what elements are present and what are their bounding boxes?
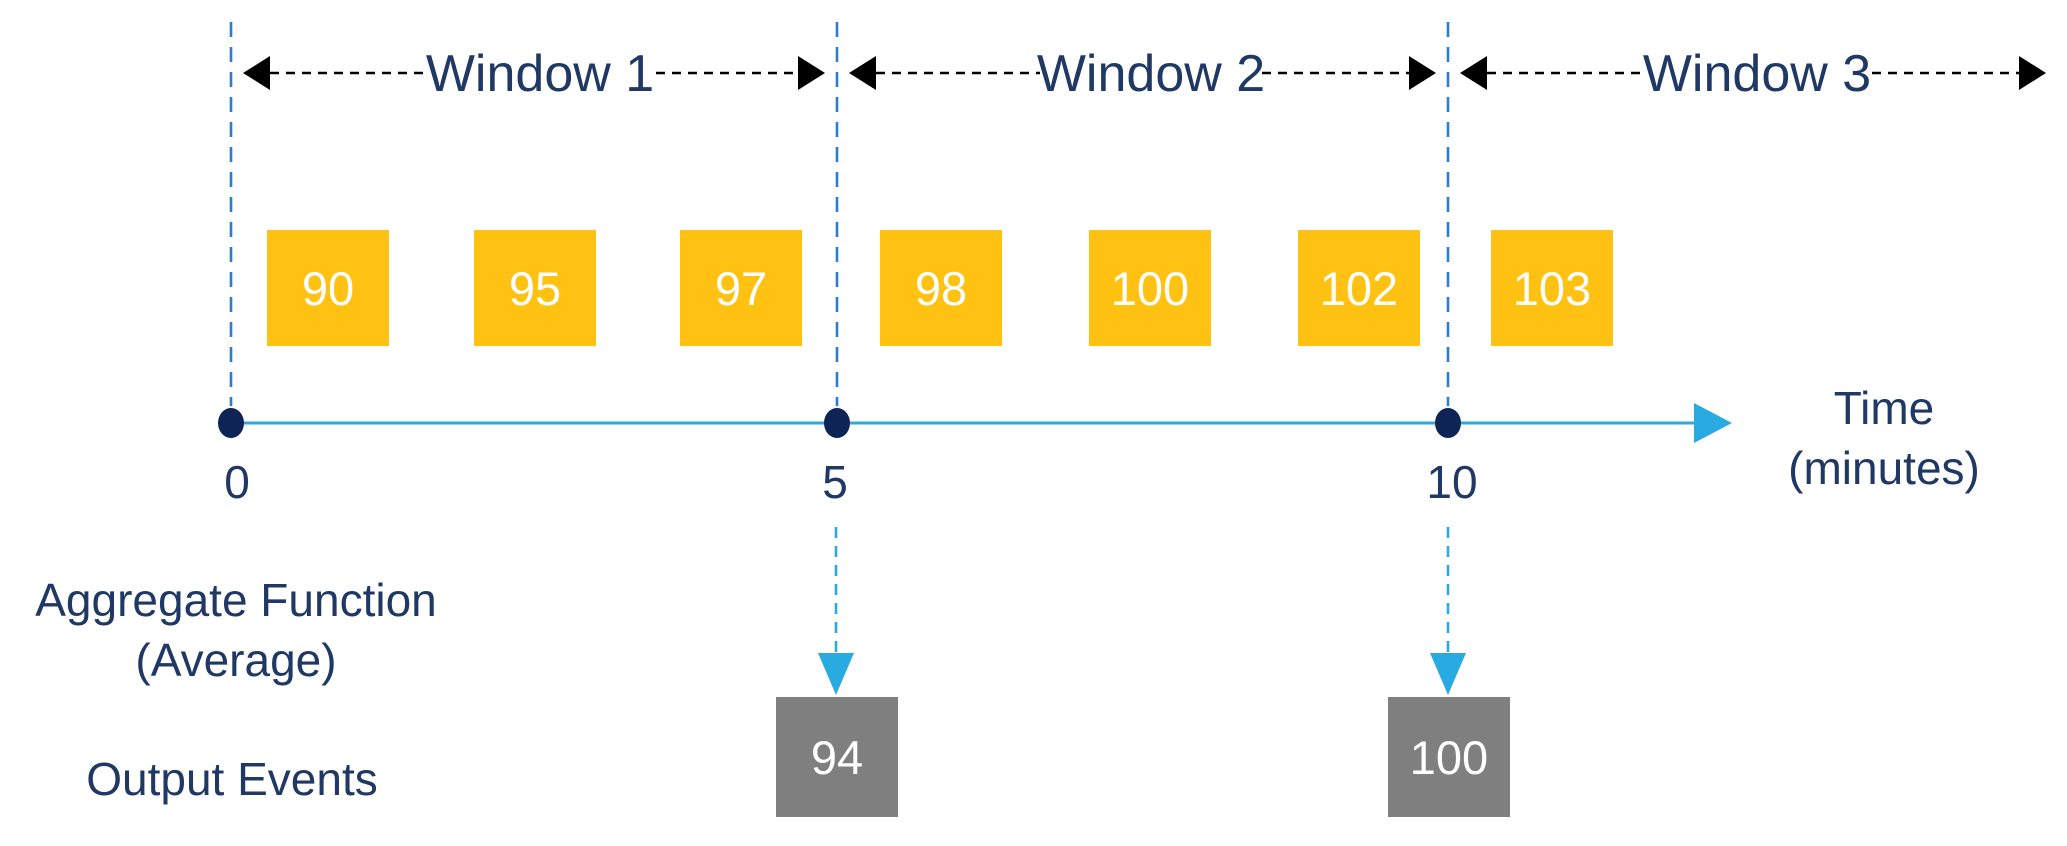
window1-left-arrowhead-icon xyxy=(243,56,270,90)
window3-label: Window 3 xyxy=(1642,45,1872,103)
window2-left-arrowhead-icon xyxy=(849,56,876,90)
event-value: 90 xyxy=(301,261,355,315)
event-value: 102 xyxy=(1319,261,1399,315)
event-box: 90 xyxy=(267,230,389,346)
event-box: 103 xyxy=(1491,230,1613,346)
event-box: 95 xyxy=(474,230,596,346)
output-event-box: 100 xyxy=(1388,697,1510,817)
event-value: 98 xyxy=(914,261,968,315)
event-value: 95 xyxy=(508,261,562,315)
window1-right-arrowhead-icon xyxy=(798,56,825,90)
window2-label: Window 2 xyxy=(1036,45,1266,103)
event-value: 100 xyxy=(1110,261,1190,315)
aggregate-function-label-line1: Aggregate Function xyxy=(35,574,437,626)
timeline-dot-5 xyxy=(824,408,850,438)
event-box: 102 xyxy=(1298,230,1420,346)
output-event-box: 94 xyxy=(776,697,898,817)
event-box: 97 xyxy=(680,230,802,346)
output-arrowhead-10-icon xyxy=(1430,653,1466,695)
axis-title: Time (minutes) xyxy=(1788,378,1980,498)
event-box: 100 xyxy=(1089,230,1211,346)
event-box: 98 xyxy=(880,230,1002,346)
window3-right-arrowhead-icon xyxy=(2019,56,2046,90)
aggregate-function-label: Aggregate Function (Average) xyxy=(35,570,437,690)
axis-title-line2: (minutes) xyxy=(1788,442,1980,494)
timeline-dot-10 xyxy=(1435,408,1461,438)
window3-left-arrowhead-icon xyxy=(1460,56,1487,90)
window1-label: Window 1 xyxy=(425,45,655,103)
event-value: 97 xyxy=(714,261,768,315)
output-event-value: 100 xyxy=(1409,730,1489,784)
tick-label-5: 5 xyxy=(822,456,848,508)
event-value: 103 xyxy=(1512,261,1592,315)
tick-label-10: 10 xyxy=(1426,456,1478,508)
aggregate-function-label-line2: (Average) xyxy=(135,634,337,686)
output-event-value: 94 xyxy=(810,730,864,784)
axis-title-line1: Time xyxy=(1833,382,1935,434)
window2-right-arrowhead-icon xyxy=(1409,56,1436,90)
output-events-label: Output Events xyxy=(86,753,378,805)
timeline-arrowhead-icon xyxy=(1694,403,1732,443)
timeline-dot-0 xyxy=(218,408,244,438)
tick-label-0: 0 xyxy=(224,456,250,508)
output-arrowhead-5-icon xyxy=(818,653,854,695)
